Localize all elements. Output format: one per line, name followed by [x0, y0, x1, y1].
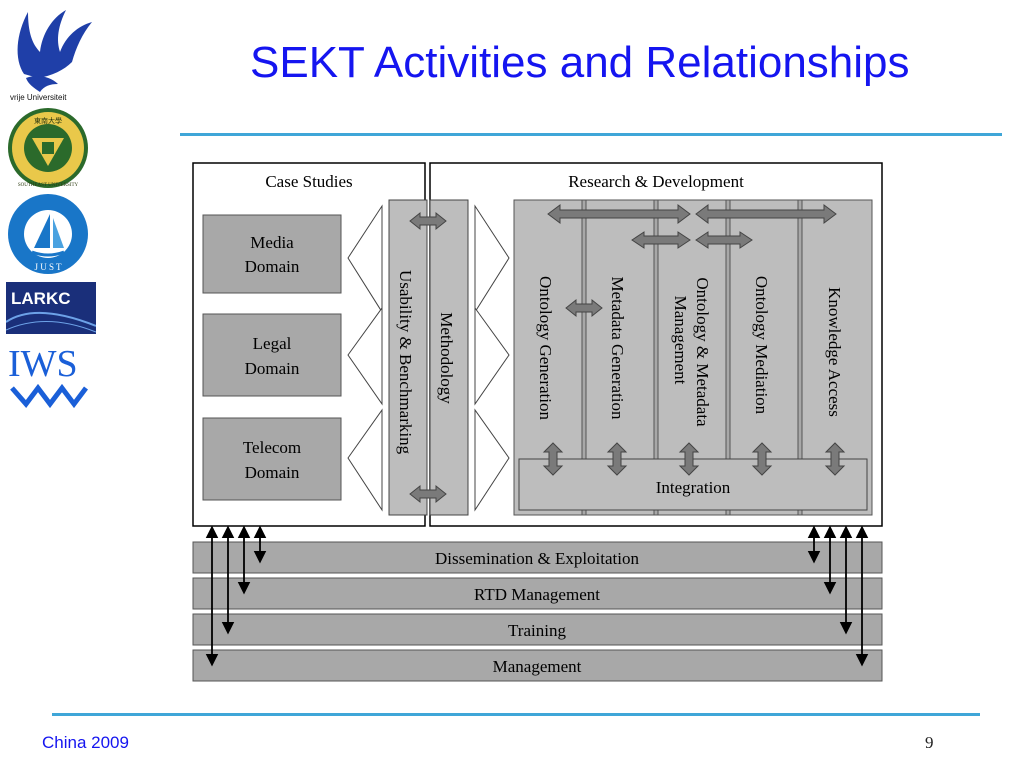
- legal-domain-box: Legal Domain: [202, 313, 342, 397]
- just-letters: J U S T: [34, 262, 62, 272]
- training-bar: Training: [192, 613, 883, 646]
- dissemination-exploitation-label: Dissemination & Exploitation: [435, 549, 639, 568]
- integration-label: Integration: [656, 478, 731, 497]
- left-connector-arrows: [205, 525, 267, 667]
- usability-benchmarking-label: Usability & Benchmarking: [396, 270, 415, 455]
- right-connector-arrows: [807, 525, 869, 667]
- iws-logo: IWS: [8, 343, 88, 409]
- legal-domain-line1: Legal: [253, 334, 292, 353]
- usability-benchmarking-column: [388, 199, 428, 516]
- research-development-label: Research & Development: [568, 172, 744, 191]
- rtd-management-label: RTD Management: [474, 585, 600, 604]
- ontology-generation-label: Ontology Generation: [536, 276, 555, 420]
- integration-vertical-arrows: [542, 442, 846, 476]
- telecom-domain-line1: Telecom: [243, 438, 301, 457]
- training-label: Training: [508, 621, 566, 640]
- seal-ring-text: SOUTHEAST UNIVERSITY: [18, 183, 79, 188]
- vu-caption: vrije Universiteit: [10, 93, 67, 102]
- ontology-mediation-label: Ontology Mediation: [752, 276, 771, 415]
- just-sailboat-logo: J U S T: [8, 194, 88, 274]
- telecom-domain-line2: Domain: [245, 463, 300, 482]
- southeast-university-seal: 東南大學 SOUTHEAST UNIVERSITY: [8, 108, 88, 188]
- knowledge-access-label: Knowledge Access: [825, 287, 844, 417]
- media-domain-box: Media Domain: [202, 214, 342, 294]
- slide-title: SEKT Activities and Relationships: [250, 38, 910, 87]
- rtd-management-bar: RTD Management: [192, 577, 883, 610]
- iws-text: IWS: [8, 343, 78, 385]
- management-bar: Management: [192, 649, 883, 682]
- footer-divider: [52, 713, 980, 716]
- seal-chinese-text: 東南大學: [34, 116, 62, 125]
- media-domain-line1: Media: [250, 233, 294, 252]
- legal-domain-line2: Domain: [245, 359, 300, 378]
- management-label: Management: [493, 657, 582, 676]
- media-domain-line2: Domain: [245, 257, 300, 276]
- bridge-double-arrows: [409, 211, 447, 504]
- footer-text: China 2009: [42, 733, 129, 752]
- case-study-link-arrows: [347, 204, 510, 512]
- dissemination-exploitation-bar: Dissemination & Exploitation: [192, 541, 883, 574]
- telecom-domain-box: Telecom Domain: [202, 417, 342, 501]
- ontology-metadata-label-line1: Ontology & Metadata: [693, 277, 712, 427]
- ontology-metadata-label-line2: Management: [671, 296, 690, 385]
- larkc-text: LARKC: [11, 289, 71, 308]
- methodology-label: Methodology: [437, 312, 456, 404]
- page-number: 9: [925, 733, 934, 752]
- methodology-column: [429, 199, 469, 516]
- case-studies-label: Case Studies: [265, 172, 352, 191]
- vu-griffin-logo: vrije Universiteit: [10, 10, 92, 102]
- metadata-generation-label: Metadata Generation: [608, 276, 627, 420]
- rd-horizontal-arrows: [547, 204, 837, 318]
- title-divider: [180, 133, 1002, 136]
- larkc-logo: LARKC: [6, 282, 96, 334]
